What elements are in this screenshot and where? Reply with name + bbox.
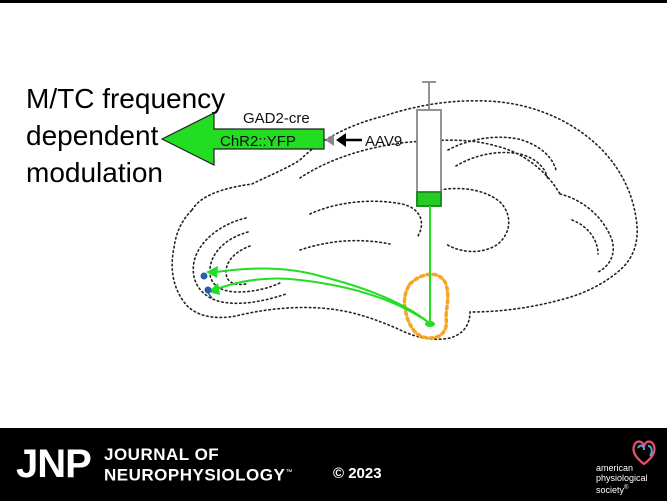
jnp-logo: JNP [16, 442, 92, 486]
aps-registered-mark: ® [624, 485, 629, 491]
olfactory-bulb-layer-outer [192, 217, 287, 305]
aps-line-2: physiological [596, 473, 648, 483]
mitral-cell-2 [204, 286, 212, 294]
big-green-arrow [160, 112, 325, 166]
anterior-commissure [299, 239, 391, 251]
brain-outline [171, 99, 638, 341]
aps-line-1: american [596, 463, 634, 473]
injection-target-region [402, 272, 450, 340]
arrowhead-lower [208, 283, 220, 295]
trademark-symbol: ™ [285, 469, 293, 476]
aps-line-3-text: society [596, 485, 625, 495]
journal-line-2: NEUROPHYSIOLOGY™ [104, 464, 293, 485]
gad2-label: GAD2-cre [243, 110, 310, 127]
chr2-label: ChR2::YFP [220, 133, 296, 150]
hippocampus-outline [447, 136, 557, 171]
aps-line-3: society® [596, 483, 648, 495]
mitral-cell-1 [200, 272, 208, 280]
journal-line-2-text: NEUROPHYSIOLOGY [104, 465, 286, 485]
title-line-2: dependent [26, 120, 159, 151]
top-border-line [0, 0, 667, 3]
mitral-dendrite [205, 289, 213, 299]
brain-diagram: ChR2::YFP GAD2-cre AAV9 [160, 81, 638, 341]
hippocampus-inner [455, 151, 549, 181]
gray-arrowhead [325, 134, 334, 146]
footer-bar: JNP JOURNAL OF NEUROPHYSIOLOGY™ © 2023 a… [0, 428, 667, 501]
arrowhead-upper [206, 266, 218, 278]
journal-name: JOURNAL OF NEUROPHYSIOLOGY™ [104, 446, 293, 485]
copyright-text: © 2023 [333, 465, 382, 482]
olfactory-bulb-layer-middle [209, 231, 283, 293]
title-line-3: modulation [26, 157, 163, 188]
figure-title: M/TC frequency dependent modulation [26, 80, 276, 191]
title-line-1: M/TC frequency [26, 83, 226, 114]
syringe [416, 81, 442, 207]
striatum-outline [309, 200, 423, 237]
olfactory-bulb-layer-inner [225, 245, 251, 286]
aps-logo-icon [632, 440, 656, 466]
cortex-layer [299, 139, 561, 195]
aav9-label: AAV9 [365, 133, 402, 150]
aav9-arrowhead [336, 133, 346, 147]
midbrain-outline [439, 187, 510, 253]
aps-name: american physiological society® [596, 463, 648, 495]
journal-line-1: JOURNAL OF [104, 445, 220, 464]
cerebellum-fold [571, 219, 599, 255]
projection-arrows [213, 267, 429, 323]
cerebellum-outline [559, 193, 614, 273]
